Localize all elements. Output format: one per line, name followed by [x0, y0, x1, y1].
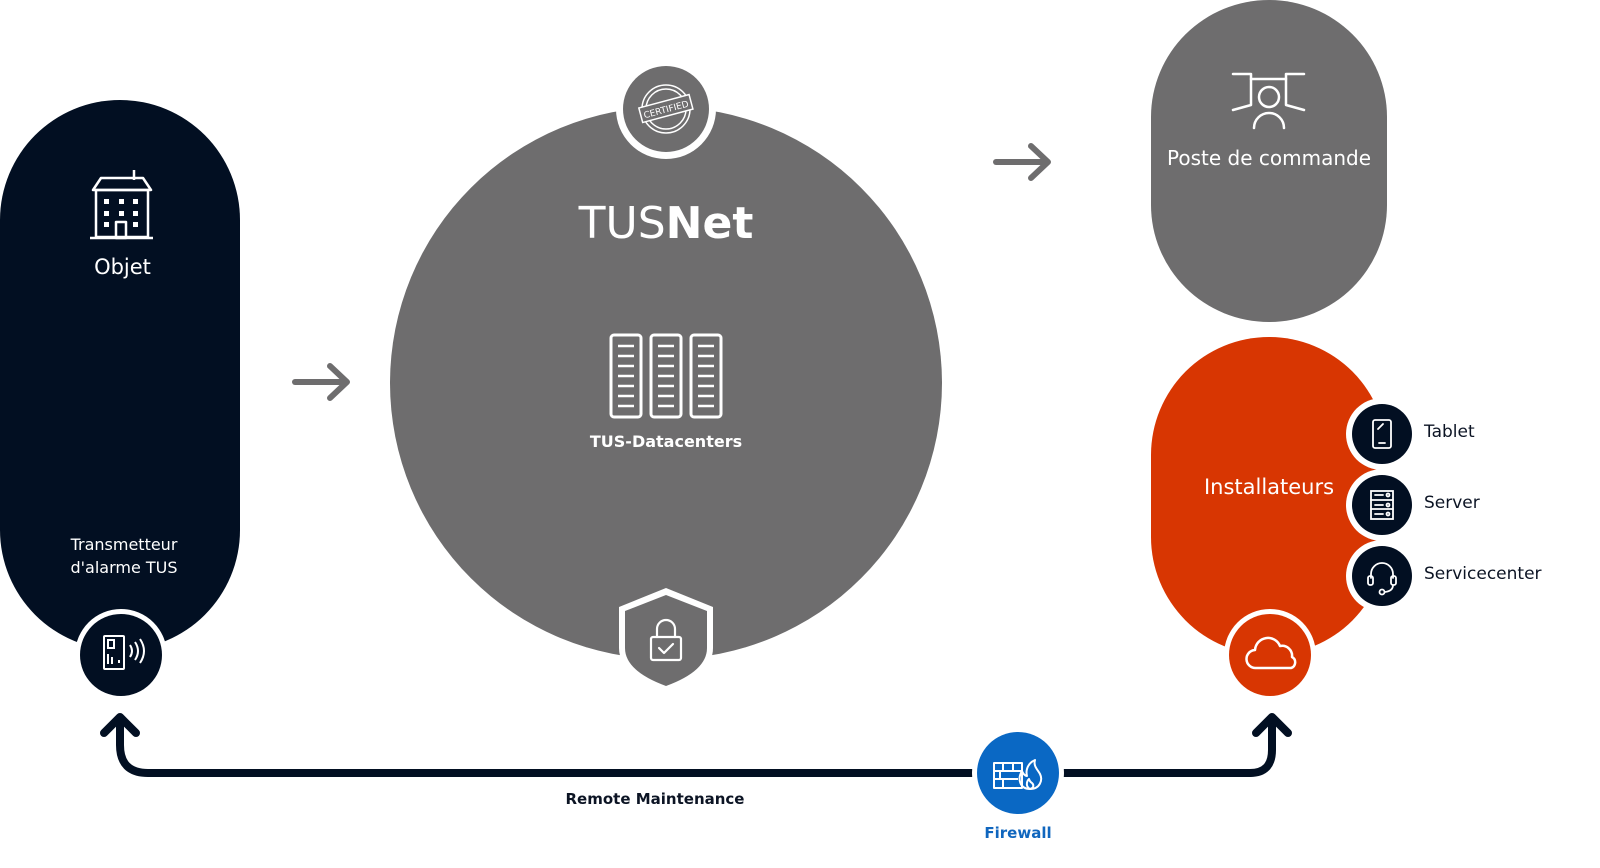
transmitter-label-line2: d'alarme TUS: [70, 558, 178, 577]
tusnet-title: TUSNet: [566, 198, 766, 249]
building-icon: [90, 170, 153, 240]
flow-arrow-tusnet-to-poste: [993, 143, 1051, 181]
installateurs-title: Installateurs: [1203, 475, 1335, 499]
cloud-icon: [1245, 636, 1297, 670]
objet-title: Objet: [94, 255, 151, 279]
headset-icon: [1367, 562, 1397, 596]
installateur-item-label: Server: [1424, 493, 1480, 513]
item-badge: [1352, 546, 1412, 606]
tusnet-title-light: TUS: [578, 198, 666, 249]
installateur-item-label: Tablet: [1424, 422, 1475, 442]
installateur-item-tablet[interactable]: [1346, 398, 1418, 470]
installateur-item-server[interactable]: [1346, 469, 1418, 541]
datacenter-label: TUS-Datacenters: [589, 432, 743, 451]
server-racks-icon: [609, 333, 723, 419]
remote-maintenance-connector: [100, 713, 1292, 777]
item-badge: [1352, 404, 1412, 464]
cloud-badge: [1229, 614, 1311, 696]
poste-title: Poste de commande: [1167, 146, 1371, 170]
server-icon: [1370, 490, 1394, 520]
transmitter-badge: [80, 614, 162, 696]
firewall-badge[interactable]: [977, 732, 1059, 814]
installateur-item-label: Servicecenter: [1424, 564, 1542, 584]
firewall-label: Firewall: [984, 824, 1052, 842]
shield-lock-icon: [649, 618, 683, 662]
transmitter-label-line1: Transmetteur: [70, 535, 178, 554]
installateur-item-servicecenter[interactable]: [1346, 540, 1418, 612]
poste-panel: [1151, 0, 1387, 322]
flow-arrow-objet-to-tusnet: [292, 363, 350, 401]
tusnet-title-bold: Net: [665, 198, 754, 249]
remote-maintenance-label: Remote Maintenance: [565, 790, 745, 808]
objet-panel: [0, 100, 240, 650]
transmitter-label: Transmetteur d'alarme TUS: [40, 533, 208, 579]
installateurs-panel: [1151, 337, 1387, 655]
tusnet-circle: [390, 107, 942, 659]
firewall-icon: [993, 759, 1043, 790]
control-room-operator-icon: [1231, 72, 1306, 130]
tablet-icon: [1372, 419, 1392, 449]
alarm-transmitter-icon: [103, 635, 145, 670]
